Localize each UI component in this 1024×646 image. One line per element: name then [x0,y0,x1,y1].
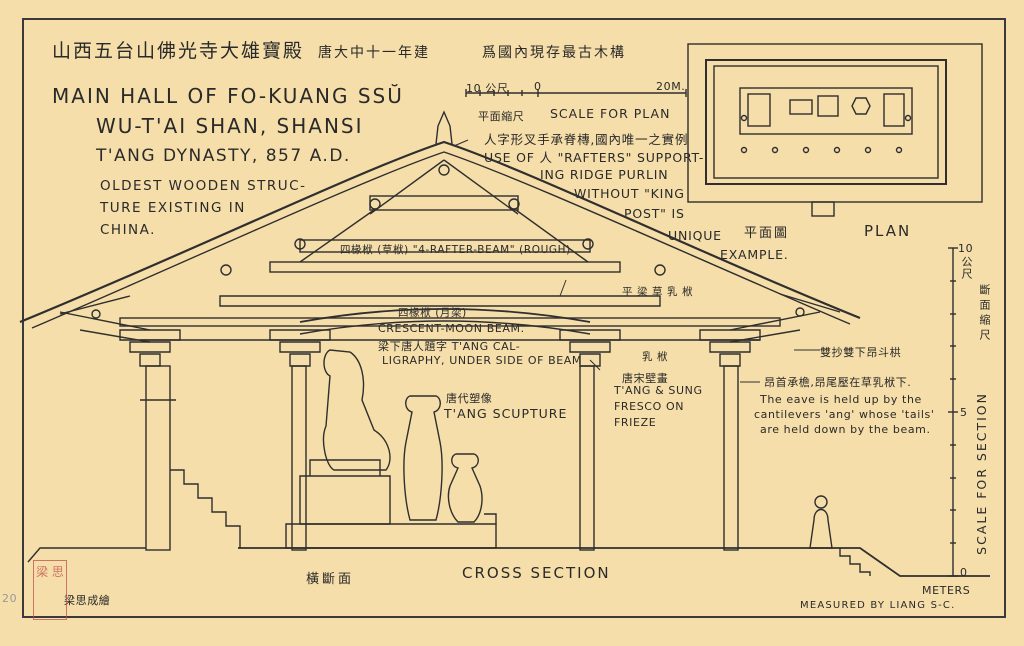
section-scale-unit: 公尺 [960,256,973,280]
subtitle-line-2: TURE EXISTING IN [100,200,246,216]
rafter-note-en-4: POST" IS [624,206,685,221]
sculpture-en: T'ANG SCUPTURE [444,406,568,421]
plan-scale-zero: 0 [534,80,542,93]
plan-scale-left-label: 10 公尺 [466,82,509,95]
ping-liang-label: 平 梁 [622,286,649,298]
section-scale-cn: 斷面縮尺 [978,284,991,344]
annotation-leaders [453,139,820,383]
crescent-note-2: 梁下唐人題字 T'ANG CAL- [378,340,521,353]
margin-mark: 20 [2,592,18,605]
tang-sculptures [322,349,483,523]
plan-scale-cn: 平面縮尺 [478,110,525,123]
measured-by: MEASURED BY LIANG S-C. [800,600,956,611]
roof-structure [19,110,861,329]
beams [119,195,781,341]
eave-note-en-1: The eave is held up by the [760,393,922,406]
bracket-note: 雙抄雙下昂斗栱 [820,346,902,359]
title-english-line-1: MAIN HALL OF FO-KUANG SSŬ [52,84,404,108]
subtitle-line-3: CHINA. [100,222,156,238]
fresco-en-3: FRIEZE [614,416,657,429]
sculpture-cn: 唐代塑像 [446,392,493,405]
cao-ru-fu-label: 草 乳 栿 [652,286,694,298]
altar-platform [285,459,497,549]
seal-stamp: 梁 思 [33,560,67,620]
columns [140,365,739,551]
section-scale-ten: 10 [958,242,974,255]
drafter-cn: 梁思成繪 [64,594,111,607]
title-english-line-2: WU-T'AI SHAN, SHANSI [96,114,364,138]
section-scale-zero: 0 [960,566,968,579]
section-scale-meters: METERS [922,584,971,597]
claim-chinese: 爲國內現存最古木構 [482,45,626,61]
section-scale-bar [948,247,958,577]
fresco-cn: 唐宋壁畫 [622,372,669,385]
eave-note-en-2: cantilevers 'ang' whose 'tails' [754,408,935,421]
rafter-note-en-3: WITHOUT "KING [574,186,685,201]
title-english-line-3: T'ANG DYNASTY, 857 A.D. [96,146,351,166]
crescent-note-1: CRESCENT-MOON BEAM. [378,322,525,335]
plan-label-en: PLAN [864,222,912,240]
plan-scale-bar [465,89,687,97]
ground-and-steps [27,469,990,577]
plan-label-cn: 平面圖 [744,226,790,241]
rafter-note-cn: 人字形叉手承脊槫,國內唯一之實例 [484,132,689,147]
ru-fu-label: 乳 栿 [642,351,669,363]
drawing-border [22,18,1006,618]
four-rafter-beam-label: 四椽栿 (草栿) "4-RAFTER-BEAM" (ROUGH) [340,244,571,256]
rafter-note-unique: UNIQUE [668,228,722,243]
plan-scale-en: SCALE FOR PLAN [550,106,671,121]
crescent-note-3: LIGRAPHY, UNDER SIDE OF BEAM [382,354,583,367]
section-title-cn: 橫斷面 [306,572,355,587]
rafter-note-en-1: USE OF 人 "RAFTERS" SUPPORT- [484,150,705,165]
eave-note-en-3: are held down by the beam. [760,423,931,436]
bracket-sets [59,164,821,367]
eave-note-cn: 昂首承檐,昂尾壓在草乳栿下. [764,376,912,389]
rafter-note-example: EXAMPLE. [720,247,789,262]
subtitle-line-1: OLDEST WOODEN STRUC- [100,178,307,194]
section-scale-five: 5 [960,406,968,419]
fresco-en-2: FRESCO ON [614,400,685,413]
rafter-note-en-2: ING RIDGE PURLIN [540,167,669,182]
section-title-en: CROSS SECTION [462,564,611,582]
date-chinese: 唐大中十一年建 [318,45,430,61]
floor-plan [687,43,983,217]
fresco-en-1: T'ANG & SUNG [614,384,703,397]
title-chinese: 山西五台山佛光寺大雄寶殿 [52,40,305,62]
plan-scale-right-label: 20M. [656,80,686,93]
